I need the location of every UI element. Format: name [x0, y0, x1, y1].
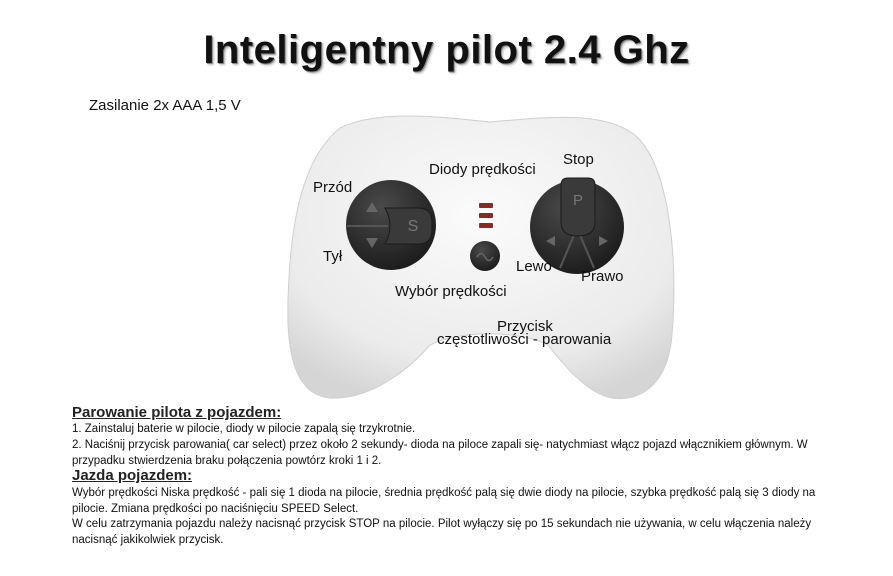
speed-led [479, 223, 493, 228]
right-arrow-icon [599, 236, 608, 246]
speed-select-button[interactable] [470, 241, 500, 271]
up-arrow-icon [366, 202, 378, 212]
label-speed-leds: Diody prędkości [429, 161, 536, 178]
label-right: Prawo [581, 268, 624, 285]
label-pair-line2: częstotliwości - parowania [437, 331, 612, 348]
label-forward: Przód [313, 179, 353, 196]
s-button-label: S [408, 218, 419, 235]
pairing-heading: Parowanie pilota z pojazdem: [72, 404, 282, 421]
speed-led [479, 203, 493, 208]
label-stop: Stop [563, 151, 594, 168]
wave-icon [476, 252, 494, 262]
label-speed-select: Wybór prędkości [395, 283, 507, 300]
p-button-label: P [573, 192, 583, 209]
label-back: Tył [323, 248, 343, 265]
pairing-step1: 1. Zainstaluj baterie w pilocie, diody w… [72, 423, 416, 435]
p-stop-button[interactable]: P [560, 177, 596, 237]
speed-led [479, 213, 493, 218]
left-arrow-icon [546, 236, 555, 246]
speed-leds [479, 203, 493, 228]
label-pair-line1: Przycisk [497, 318, 553, 335]
s-button[interactable]: S [384, 207, 433, 245]
down-arrow-icon [366, 238, 378, 248]
power-info: Zasilanie 2x AAA 1,5 V [89, 97, 241, 114]
label-left: Lewo [516, 258, 552, 275]
driving-stop-text: W celu zatrzymania pojazdu należy nacisn… [72, 518, 812, 546]
driving-heading: Jazda pojazdem: [72, 467, 193, 484]
pairing-step2: 2. Naciśnij przycisk parowania( car sele… [72, 439, 808, 467]
page-title: Inteligentny pilot 2.4 Ghz [203, 28, 690, 72]
driving-speed-text: Wybór prędkości Niska prędkość - pali si… [72, 487, 816, 515]
